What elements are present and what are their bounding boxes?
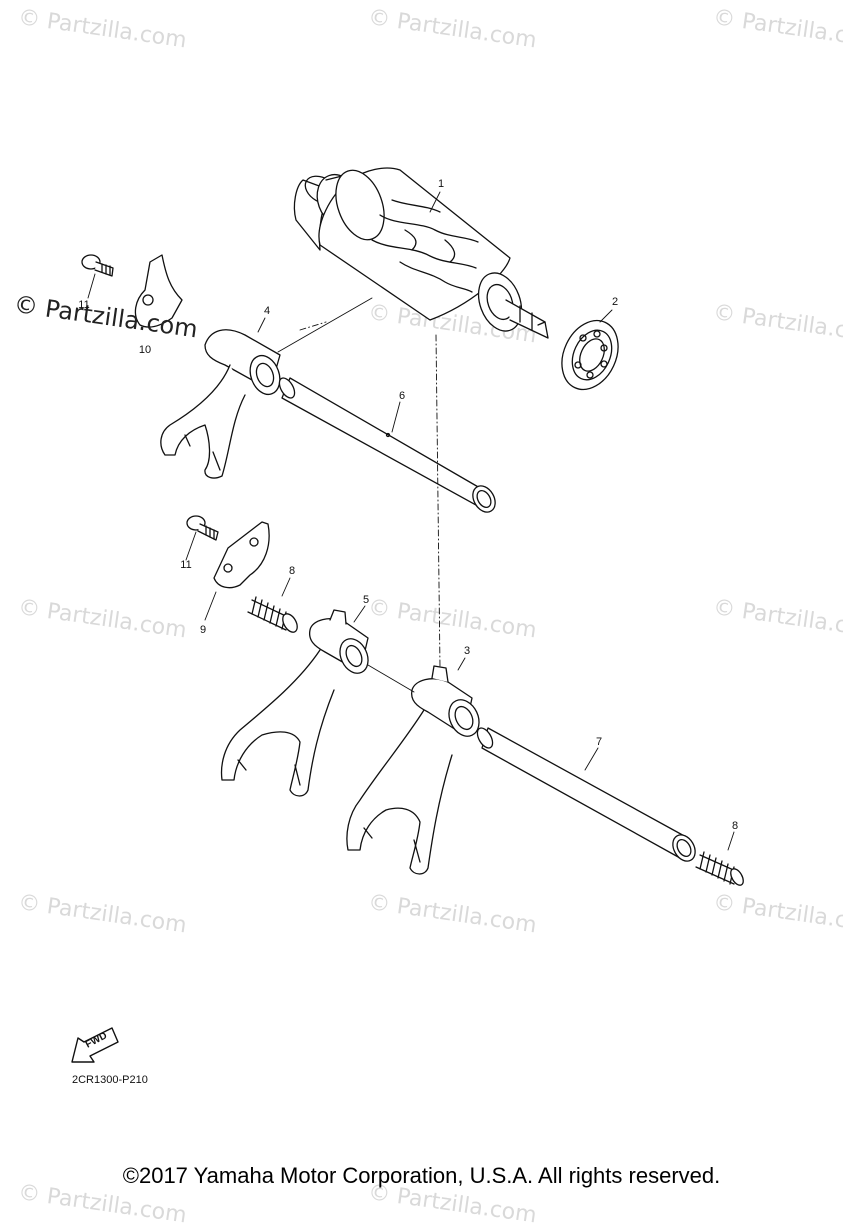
part-6-shift-shaft[interactable] [276,375,499,516]
part-1-shift-drum[interactable] [293,164,549,339]
part-8-spring-lower[interactable] [695,851,746,887]
part-11-bolt-lower[interactable] [186,515,219,541]
part-9-stopper-lower[interactable] [213,521,270,589]
copyright-notice: ©2017 Yamaha Motor Corporation, U.S.A. A… [122,1163,721,1188]
diagram-code: 2CR1300-P210 [72,1074,148,1086]
part-5-shift-fork[interactable] [220,609,374,797]
callout-6: 6 [398,390,406,402]
callout-5: 5 [362,594,370,606]
fwd-arrow-icon [71,1027,119,1063]
part-10-stopper-upper[interactable] [134,254,183,328]
callout-11-lower: 11 [180,559,192,571]
callout-leaders [87,191,735,851]
callout-9: 9 [199,624,207,636]
part-2-bearing[interactable] [551,311,629,398]
callout-4: 4 [263,305,271,317]
part-7-shift-shaft[interactable] [474,725,699,865]
part-8-spring-upper[interactable] [247,596,300,635]
callout-1: 1 [437,178,445,190]
assembly-guide-lines [277,297,441,693]
part-3-shift-fork[interactable] [346,665,485,875]
callout-8-lower: 8 [731,820,739,832]
callout-8-upper: 8 [288,565,296,577]
callout-2: 2 [611,296,619,308]
part-4-shift-fork[interactable] [160,329,285,479]
part-11-bolt-upper[interactable] [81,254,114,277]
callout-3: 3 [463,645,471,657]
callout-11-upper: 11 [78,299,90,311]
callout-10: 10 [138,344,152,356]
parts-diagram [71,164,746,1063]
callout-7: 7 [595,736,603,748]
